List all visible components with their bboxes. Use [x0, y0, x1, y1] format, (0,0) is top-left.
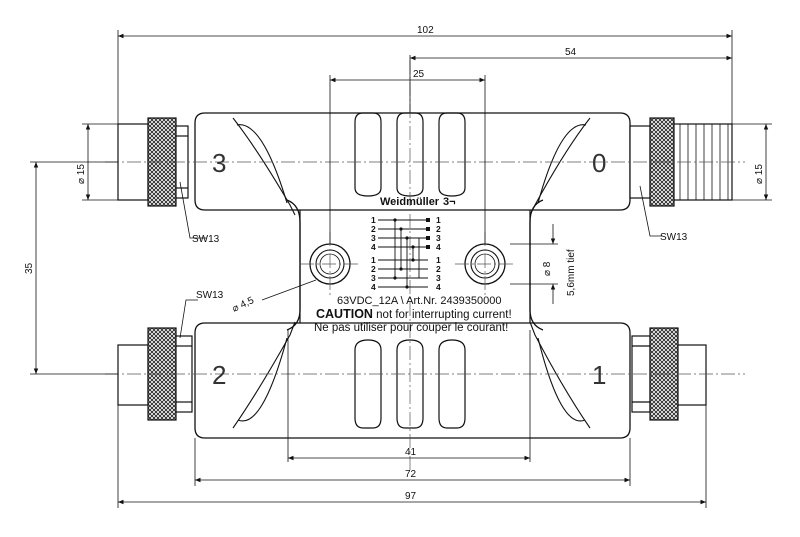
caution-line-fr: Ne pas utiliser pour couper le courant!: [314, 322, 508, 334]
ribs-bottom: [354, 339, 466, 429]
dim-bore-diameter: ⌀ 8: [542, 261, 553, 276]
dim-bottom-72: 72: [405, 469, 417, 480]
port-label-1: 1: [592, 360, 606, 390]
dim-right-half: 54: [565, 47, 577, 58]
pin-dots: [393, 218, 430, 289]
dim-wrench-bottom: SW13: [196, 290, 224, 301]
housing: [194, 112, 631, 439]
dim-hole-spacing: 25: [413, 69, 425, 80]
dim-wrench-top: SW13: [192, 234, 220, 245]
pin-left-top-3: 3: [371, 233, 376, 243]
pin-schematic: [378, 219, 428, 288]
ribs-top: [354, 112, 466, 197]
pin-left-bottom-4: 4: [371, 282, 376, 292]
pin-left-bottom-1: 1: [371, 255, 376, 265]
pin-left-bottom-3: 3: [371, 273, 376, 283]
port-label-3: 3: [212, 148, 226, 178]
dim-overall-width: 102: [417, 25, 434, 36]
centre-lines: [105, 60, 745, 470]
dim-diameter-left: ⌀ 15: [76, 164, 87, 184]
port-label-2: 2: [212, 360, 226, 390]
dimension-lines: [30, 30, 772, 508]
pin-left-top-2: 2: [371, 224, 376, 234]
dim-diameter-right: ⌀ 15: [754, 164, 765, 184]
pin-right-bottom-2: 2: [436, 264, 441, 274]
pin-right-top-1: 1: [436, 215, 441, 225]
dim-wrench-right: SW13: [660, 232, 688, 243]
dim-port-spacing: 35: [24, 262, 35, 274]
brand-name: Weidmüller: [380, 196, 440, 208]
port-label-0: 0: [592, 148, 606, 178]
brand-mark: 3¬: [443, 196, 456, 208]
dim-bottom-97: 97: [405, 491, 417, 502]
caution-word: CAUTION: [316, 307, 373, 321]
pin-right-bottom-3: 3: [436, 273, 441, 283]
rating-text: 63VDC_12A \ Art.Nr. 2439350000: [337, 295, 502, 307]
pin-left-top-4: 4: [371, 242, 376, 252]
dim-bottom-41: 41: [405, 447, 417, 458]
pin-right-bottom-1: 1: [436, 255, 441, 265]
pin-left-top-1: 1: [371, 215, 376, 225]
pin-right-bottom-4: 4: [436, 282, 441, 292]
caution-line-en: CAUTION not for interrupting current!: [316, 307, 512, 321]
pin-right-top-4: 4: [436, 242, 441, 252]
dim-bore-depth: 5,6mm tief: [566, 249, 577, 296]
product-label: Weidmüller 3¬ 1 2 3 4: [314, 196, 512, 334]
pin-right-top-3: 3: [436, 233, 441, 243]
caution-text-en: not for interrupting current!: [373, 309, 512, 321]
pin-right-top-2: 2: [436, 224, 441, 234]
dim-hole-diameter: ⌀ 4,5: [231, 295, 257, 315]
pin-left-bottom-2: 2: [371, 264, 376, 274]
